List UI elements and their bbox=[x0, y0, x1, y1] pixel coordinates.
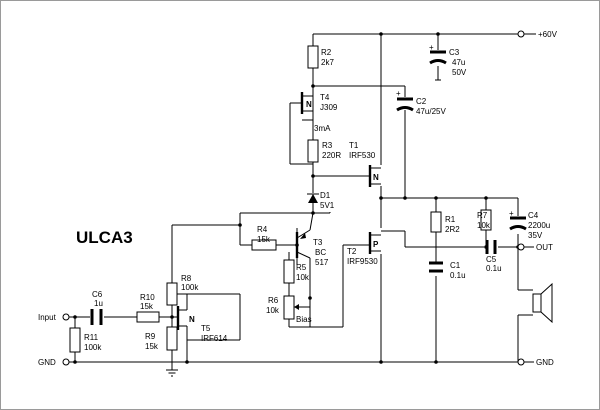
capacitor-c1: C1 0.1u bbox=[429, 261, 466, 280]
t5-ref: T5 bbox=[201, 324, 211, 333]
r4-ref: R4 bbox=[257, 225, 268, 234]
c2-ref: C2 bbox=[416, 97, 427, 106]
svg-text:+: + bbox=[396, 89, 401, 98]
r6-ref: R6 bbox=[268, 296, 279, 305]
bias-label: Bias bbox=[296, 315, 312, 324]
r3-ref: R3 bbox=[322, 141, 333, 150]
gnd-right-label: GND bbox=[536, 358, 554, 367]
capacitor-c5: C5 0.1u bbox=[485, 240, 502, 273]
c5-value: 0.1u bbox=[486, 264, 502, 273]
r11-ref: R11 bbox=[84, 333, 99, 342]
capacitor-c2: C2 47u/25V + bbox=[396, 89, 446, 116]
terminal-supply: +60V bbox=[517, 30, 558, 39]
r4-value: 15k bbox=[257, 235, 271, 244]
speaker-icon bbox=[532, 282, 553, 324]
t2-ref: T2 bbox=[347, 247, 357, 256]
r7-ref: R7 bbox=[477, 211, 488, 220]
c4-ref: C4 bbox=[528, 211, 539, 220]
r7-value: 10k bbox=[477, 221, 491, 230]
svg-text:+: + bbox=[509, 209, 514, 218]
terminal-gnd-left: GND bbox=[38, 358, 70, 367]
potentiometer-r6: R6 10k Bias bbox=[266, 295, 312, 324]
resistor-r7: R7 10k bbox=[477, 209, 492, 231]
c4-value2: 35V bbox=[528, 231, 543, 240]
t5-value: IRF614 bbox=[201, 334, 228, 343]
r10-ref: R10 bbox=[140, 293, 155, 302]
r8-ref: R8 bbox=[181, 274, 192, 283]
jfet-t4: N T4 J309 bbox=[300, 92, 338, 114]
r3-value: 220R bbox=[322, 151, 341, 160]
svg-text:+: + bbox=[429, 43, 434, 52]
output-label: OUT bbox=[536, 243, 553, 252]
t5-pin: N bbox=[189, 315, 195, 324]
t3-ref: T3 bbox=[313, 238, 323, 247]
c4-value1: 2200u bbox=[528, 221, 550, 230]
resistor-r10: R10 15k bbox=[136, 293, 160, 323]
mosfet-t5: N T5 IRF614 bbox=[176, 306, 228, 343]
r2-value: 2k7 bbox=[321, 58, 334, 67]
resistor-r8: R8 100k bbox=[166, 274, 199, 306]
bjt-t3: T3 BC 517 bbox=[295, 229, 329, 267]
input-label: Input bbox=[38, 313, 57, 322]
t2-value: IRF9530 bbox=[347, 257, 378, 266]
r9-value: 15k bbox=[145, 342, 159, 351]
c3-value2: 50V bbox=[452, 68, 467, 77]
t3-value2: 517 bbox=[315, 258, 329, 267]
t2-pin: P bbox=[373, 240, 379, 249]
r6-value: 10k bbox=[266, 306, 280, 315]
gnd-left-label: GND bbox=[38, 358, 56, 367]
r5-ref: R5 bbox=[296, 263, 307, 272]
current-label: 3mA bbox=[314, 124, 331, 133]
t1-value: IRF530 bbox=[349, 151, 376, 160]
c6-ref: C6 bbox=[92, 290, 103, 299]
r8-value: 100k bbox=[181, 283, 199, 292]
t1-ref: T1 bbox=[349, 141, 359, 150]
r1-ref: R1 bbox=[445, 215, 456, 224]
resistor-r4: R4 15k bbox=[251, 225, 277, 251]
resistor-r11: R11 100k bbox=[69, 327, 102, 353]
capacitor-c3: C3 47u 50V + bbox=[429, 43, 467, 77]
capacitor-c6: C6 1u bbox=[90, 290, 103, 325]
d1-ref: D1 bbox=[320, 191, 331, 200]
terminal-input: Input bbox=[38, 313, 70, 322]
t1-pin: N bbox=[373, 173, 379, 182]
ground-symbol bbox=[166, 369, 178, 377]
resistor-r1: R1 2R2 bbox=[430, 211, 460, 234]
t3-value1: BC bbox=[315, 248, 326, 257]
r9-ref: R9 bbox=[145, 332, 156, 341]
c5-ref: C5 bbox=[486, 255, 497, 264]
c3-value1: 47u bbox=[452, 58, 465, 67]
r1-value: 2R2 bbox=[445, 225, 460, 234]
c6-value: 1u bbox=[94, 299, 103, 308]
c3-ref: C3 bbox=[449, 48, 460, 57]
schematic-title: ULCA3 bbox=[76, 228, 133, 247]
mosfet-t2: P T2 IRF9530 bbox=[347, 232, 381, 266]
wiring bbox=[69, 33, 533, 370]
zener-d1: D1 5V1 bbox=[307, 191, 335, 210]
resistor-r2: R2 2k7 bbox=[307, 45, 334, 69]
terminal-output: OUT bbox=[517, 243, 553, 252]
terminal-gnd-right: GND bbox=[517, 358, 554, 367]
supply-label: +60V bbox=[538, 30, 558, 39]
r10-value: 15k bbox=[140, 302, 154, 311]
r11-value: 100k bbox=[84, 343, 102, 352]
c1-value: 0.1u bbox=[450, 271, 466, 280]
c2-value: 47u/25V bbox=[416, 107, 446, 116]
t4-ref: T4 bbox=[320, 93, 330, 102]
t4-pin: N bbox=[306, 100, 312, 109]
resistor-r9: R9 15k bbox=[145, 326, 178, 351]
resistor-r3: R3 220R bbox=[307, 139, 341, 163]
r5-value: 10k bbox=[296, 273, 310, 282]
r2-ref: R2 bbox=[321, 48, 332, 57]
d1-value: 5V1 bbox=[320, 201, 335, 210]
capacitor-c4: C4 2200u 35V + bbox=[509, 209, 550, 240]
c1-ref: C1 bbox=[450, 261, 461, 270]
mosfet-t1: N T1 IRF530 bbox=[349, 141, 381, 187]
t4-value: J309 bbox=[320, 103, 338, 112]
resistor-r5: R5 10k bbox=[283, 259, 310, 284]
